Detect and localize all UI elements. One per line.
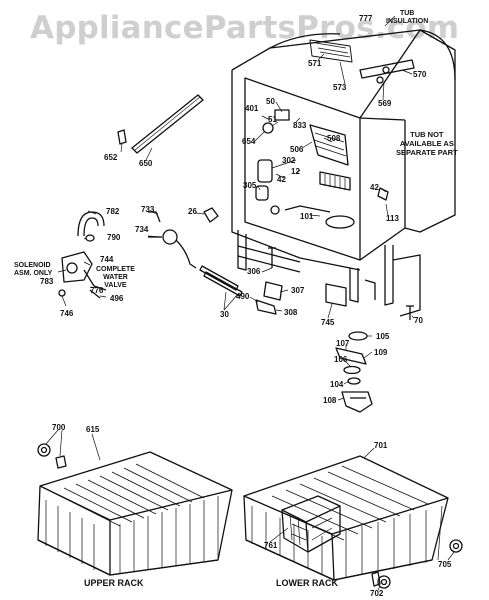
part-number-label: 51 — [268, 115, 277, 124]
loose-parts — [58, 94, 414, 413]
note-line: SOLENOID — [14, 262, 51, 269]
note-line: ASM. ONLY — [14, 270, 53, 277]
part-number-label: 302 — [282, 156, 296, 165]
part-number-label: 701 — [374, 441, 388, 450]
tub-insulation-note: TUB INSULATION — [386, 10, 428, 26]
part-number-label: 783 — [40, 277, 54, 286]
part-number-label: 702 — [370, 589, 384, 598]
part-number-label: 104 — [330, 380, 344, 389]
part-number-label: 570 — [413, 70, 427, 79]
part-number-label: 30 — [220, 310, 229, 319]
part-number-label: 650 — [139, 159, 153, 168]
part-number-label: 106 — [334, 355, 348, 364]
part-number-label: 782 — [106, 207, 120, 216]
part-number-label: 833 — [293, 121, 307, 130]
note-line: AVAILABLE AS — [399, 139, 454, 148]
part-number-label: 70 — [414, 316, 423, 325]
part-number-label: 508 — [327, 134, 341, 143]
watermark: AppliancePartsPros.com — [30, 10, 460, 46]
part-number-label: 790 — [107, 233, 121, 242]
note-line: VALVE — [104, 282, 127, 289]
part-number-label: 733 — [141, 205, 155, 214]
part-number-label: 42 — [277, 175, 286, 184]
complete-valve-note: COMPLETE WATER VALVE — [96, 266, 135, 290]
part-number-label: 615 — [86, 425, 100, 434]
part-number-label: 506 — [290, 145, 304, 154]
part-number-label: 573 — [333, 83, 347, 92]
note-line: COMPLETE — [96, 266, 135, 273]
part-number-label: 12 — [291, 167, 300, 176]
part-number-label: 705 — [438, 560, 452, 569]
part-number-label: 734 — [135, 225, 149, 234]
note-line: INSULATION — [386, 18, 429, 25]
note-line: SEPARATE PART — [396, 148, 458, 157]
solenoid-note: SOLENOID ASM. ONLY — [14, 262, 52, 278]
part-number-label: 307 — [291, 286, 305, 295]
lower-rack-caption: LOWER RACK — [276, 578, 338, 588]
part-number-label: 308 — [284, 308, 298, 317]
part-number-label: 571 — [308, 59, 322, 68]
part-number-label: 700 — [52, 423, 66, 432]
part-number-label: 306 — [247, 267, 261, 276]
part-number-label: 654 — [242, 137, 256, 146]
part-number-label: 101 — [300, 212, 314, 221]
note-line: WATER — [103, 274, 128, 281]
upper-rack-caption: UPPER RACK — [84, 578, 144, 588]
leader-lines — [45, 15, 455, 591]
note-line: TUB NOT — [410, 130, 444, 139]
part-number-label: 777 — [359, 14, 373, 23]
tub-illustration — [231, 29, 456, 317]
part-number-label: 113 — [386, 214, 399, 223]
note-line: TUB — [399, 10, 415, 17]
part-number-label: 744 — [100, 255, 114, 264]
part-number-label: 569 — [378, 99, 392, 108]
part-number-label: 42 — [370, 183, 379, 192]
part-number-label: 490 — [236, 292, 250, 301]
part-number-label: 746 — [60, 309, 74, 318]
part-number-label: 109 — [374, 348, 388, 357]
part-number-label: 761 — [264, 541, 278, 550]
part-number-label: 401 — [245, 104, 259, 113]
lower-rack-illustration — [243, 455, 463, 589]
part-number-label: 26 — [188, 207, 197, 216]
tub-not-available-note: TUB NOT AVAILABLE AS SEPARATE PART — [396, 130, 458, 157]
part-number-label: 776 — [90, 286, 104, 295]
part-number-label: 496 — [110, 294, 124, 303]
part-number-label: 107 — [336, 339, 350, 348]
part-number-label: 108 — [323, 396, 337, 405]
part-number-label: 652 — [104, 153, 118, 162]
part-number-label: 305 — [243, 181, 257, 190]
part-number-label: 105 — [376, 332, 390, 341]
part-number-label: 50 — [266, 97, 275, 106]
upper-rack-illustration — [37, 443, 233, 576]
part-number-label: 745 — [321, 318, 335, 327]
